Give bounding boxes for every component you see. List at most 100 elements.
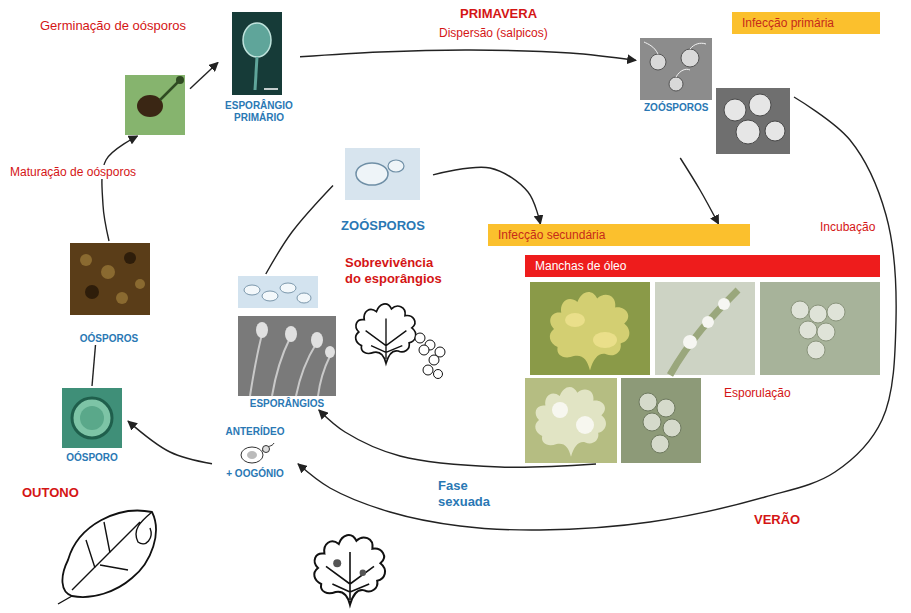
sporangia-photo	[256, 322, 268, 338]
stage-caption: ZOÓSPOROS	[333, 218, 433, 234]
symptom-photos	[817, 323, 835, 341]
leaf-drawing	[333, 559, 341, 567]
symptom-photos	[643, 413, 661, 431]
oospores-photo	[124, 252, 136, 264]
symptom-photos	[807, 341, 825, 359]
symptom-photos	[663, 419, 681, 437]
symptom-photos	[525, 282, 880, 463]
leaf-drawing	[419, 345, 429, 355]
zoospore-sem-photo	[681, 49, 699, 67]
cycle-arrow	[680, 158, 718, 224]
zoospore-sem-photo	[669, 77, 683, 91]
antheridium-drawing	[247, 451, 257, 459]
symptom-photos	[809, 305, 827, 323]
cycle-arrow	[266, 185, 333, 274]
symptom-photos	[799, 321, 817, 339]
zoospore-sem-photo	[749, 94, 771, 116]
leaf-drawing	[58, 512, 152, 604]
stage-caption: OÓSPORO	[56, 452, 128, 464]
infection-tag: Infecção secundária	[488, 224, 750, 246]
panel-title: Manchas de óleo	[525, 255, 880, 277]
antheridium-drawing	[241, 447, 263, 463]
season-label: VERÃO	[752, 512, 802, 528]
oospores-photo	[101, 265, 115, 279]
symptom-photos	[550, 292, 630, 371]
zoospore-sem-photo	[640, 38, 790, 154]
germination-photo	[137, 95, 163, 117]
symptom-photos	[718, 298, 730, 310]
symptom-photos	[655, 282, 755, 375]
symptom-panel: Manchas de óleo	[525, 255, 880, 464]
stage-photo: ZOÓSPOROS	[636, 36, 794, 158]
symptom-photos	[827, 303, 845, 321]
leaf-drawing	[62, 511, 155, 597]
cycle-arrow	[298, 97, 896, 530]
leaf-drawing	[423, 365, 433, 375]
symptom-photos	[535, 387, 606, 457]
leaf-drawing	[429, 355, 439, 365]
cycle-arrow	[92, 345, 96, 386]
sporangium-photo	[243, 23, 271, 57]
symptom-photos	[760, 282, 880, 375]
oospore-photo	[80, 406, 104, 430]
stage-photo: ESPORÂNGIO PRIMÁRIO	[218, 12, 300, 124]
stage-caption: + OOGÓNIO	[212, 468, 298, 480]
sporangia-photo	[262, 291, 278, 301]
infection-text: Infecção primária	[742, 16, 870, 30]
symptom-photos	[576, 416, 594, 434]
symptom-photos	[639, 393, 657, 411]
process-label: Maturação de oósporos	[8, 165, 138, 179]
leaf-drawing	[415, 333, 425, 343]
stage-caption: ESPORÂNGIOS	[234, 398, 340, 410]
cycle-arrow	[190, 62, 218, 88]
cycle-arrow	[102, 136, 138, 241]
oospores-photo	[70, 243, 150, 315]
stage-heading: Germinação de oósporos	[40, 18, 190, 34]
zoospore-sem-photo	[736, 120, 760, 144]
cycle-arrow	[319, 410, 596, 467]
germination-photo	[125, 75, 185, 135]
oospore-photo	[62, 388, 122, 448]
sporangia-photo	[297, 293, 311, 303]
zoospore-sem-photo	[640, 38, 712, 100]
sporangia-photo	[238, 276, 318, 308]
oospores-photo	[116, 292, 128, 304]
leaf-drawing	[366, 318, 407, 359]
oospore-photo	[72, 398, 112, 438]
zoospore-photo	[345, 148, 420, 200]
process-label: Esporulação	[722, 386, 793, 400]
infection-tag: Infecção primária	[732, 12, 880, 34]
phase-label: Fase sexuada	[436, 478, 502, 509]
sporangium-photo	[232, 12, 282, 95]
leaf-drawing	[356, 304, 416, 363]
oospores-photo	[85, 285, 99, 299]
zoospore-sem-photo	[765, 121, 785, 141]
zoospore-sem-photo	[650, 54, 666, 70]
sporangia-photo	[325, 346, 335, 358]
leaf-drawing	[326, 552, 374, 600]
symptom-photos	[593, 332, 617, 348]
oospores-photo	[135, 279, 145, 289]
stage-photo: Germinação de oósporos	[40, 18, 190, 136]
symptom-photos	[657, 399, 675, 417]
sporangia-photo	[238, 276, 336, 396]
stage-photo: OÓSPORO	[56, 386, 128, 464]
germination-photo	[176, 76, 184, 84]
zoospore-photo	[356, 163, 388, 185]
sporangium-photo	[264, 88, 278, 90]
antheridium-drawing	[263, 446, 270, 453]
season-label: OUTONO	[20, 485, 81, 501]
cycle-arrow	[433, 167, 540, 224]
sporangium-photo	[232, 12, 282, 95]
germination-photo	[125, 75, 185, 135]
leaf-drawing	[314, 535, 385, 605]
symptom-photos	[565, 313, 585, 327]
leaf-drawing	[314, 535, 385, 605]
process-label: Sobrevivência do esporângios	[343, 255, 447, 286]
leaf-drawing	[434, 370, 443, 379]
season-label: PRIMAVERA	[458, 6, 539, 22]
zoospore-sem-photo	[724, 99, 746, 121]
symptom-photos	[530, 282, 650, 375]
oospores-photo	[80, 254, 92, 266]
symptom-photos	[621, 378, 701, 463]
